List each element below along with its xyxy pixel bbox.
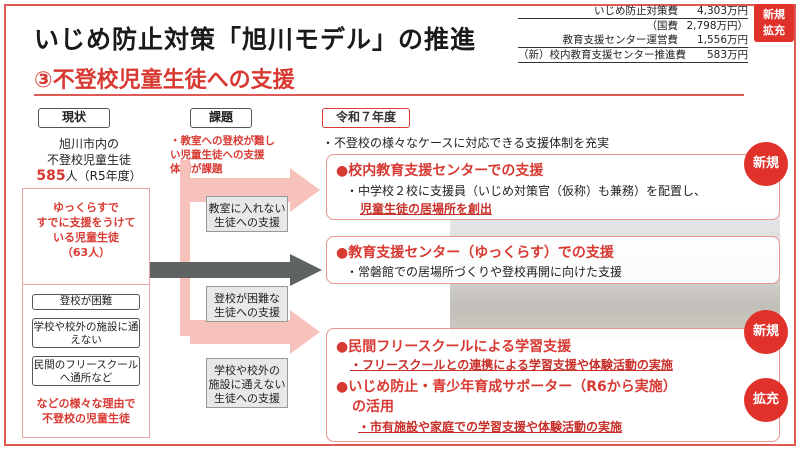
dark-arrow-shape [150,254,322,286]
issue-box-classroom: 教室に入れない 生徒への支援 [206,196,288,232]
issue-box-line: 登校が困難な [214,292,280,305]
budget-label: いじめ防止対策費 [594,5,678,17]
category-no-facility: 学校や校外の施設に通えない [32,318,140,348]
current-divider [22,284,150,285]
issue-line: ・教室への登校が難し [170,135,275,147]
current-line2: 不登校児童生徒 [46,153,131,167]
budget-label: （国費 [646,20,679,32]
issue-box-facility: 学校や校外の 施設に通えない 生徒への支援 [206,358,288,408]
budget-label: 教育支援センター運営費 [562,34,679,46]
budget-summary: いじめ防止対策費 4,303万円 （国費 2,798万円） 教育支援センター運営… [518,4,748,63]
plan1-heading: ●校内教育支援センターでの支援 [336,163,544,179]
section-title: ③不登校児童生徒への支援 [34,68,295,93]
badge-expand: 拡充 [744,378,788,422]
corner-badge-expand: 拡充 [763,24,785,37]
category-difficult: 登校が困難 [32,294,140,310]
yukkurasu-line: （63人） [61,246,111,259]
plan1-line1: ・中学校２校に支援員（いじめ対策官（仮称）も兼務）を配置し、 [346,184,707,198]
plan-panel-yukkurasu [326,236,780,284]
budget-row: （新）校内教育支援センター推進費 583万円 [518,48,748,63]
plan1-line2: 児童生徒の居場所を創出 [360,202,493,216]
budget-label: （新）校内教育支援センター推進費 [518,49,686,61]
dark-arrow [150,254,322,286]
issue-box-line: 学校や校外の [214,364,280,377]
issue-box-line: 生徒への支援 [214,392,280,405]
corner-badge-new: 新規 [763,8,785,21]
column-header-year: 令和７年度 [322,108,410,128]
budget-row: 教育支援センター運営費 1,556万円 [518,33,748,48]
issue-box-line: 施設に通えない [208,378,286,391]
pink-arrow-trunk [180,160,190,336]
plan2-line1: ・常磐館での居場所づくりや登校再開に向けた支援 [346,265,623,279]
plan3-heading2-cont: の活用 [352,399,394,415]
badge-new: 新規 [744,142,788,186]
other-reasons: などの様々な理由で 不登校の児童生徒 [26,396,146,426]
yukkurasu-line: いる児童生徒 [53,231,119,244]
plan3-line1: ・フリースクールとの連携による学習支援や体験活動の実施 [350,358,673,372]
budget-value: 1,556万円 [696,34,748,46]
yukkurasu-line: ゆっくらすで [53,201,119,214]
budget-row: いじめ防止対策費 4,303万円 [518,4,748,19]
plan-panel-free-school [326,328,780,442]
column-header-issue: 課題 [190,108,252,128]
budget-value: 4,303万円 [696,5,748,17]
current-summary: 旭川市内の 不登校児童生徒 585人（R5年度） [22,136,156,184]
current-count-suffix: 人（R5年度） [65,169,142,183]
plan3-line2: ・市有施設や家庭での学習支援や体験活動の実施 [358,420,623,434]
badge-new: 新規 [744,310,788,354]
category-free-school: 民間のフリースクールへ通所など [32,356,140,386]
column-header-current: 現状 [38,108,110,128]
issue-box-line: 教室に入れない [208,202,286,215]
budget-value: 2,798万円） [686,20,748,32]
current-line1: 旭川市内の [58,137,119,151]
yukkurasu-note: ゆっくらすで すでに支援をうけて いる児童生徒 （63人） [26,200,146,260]
page-title: いじめ防止対策「旭川モデル」の推進 [34,25,477,54]
issue-box-line: 生徒への支援 [214,216,280,229]
plan3-heading1: ●民間フリースクールによる学習支援 [336,339,572,355]
issue-line: い児童生徒への支援 [170,149,265,161]
plan3-heading2: ●いじめ防止・青少年育成サポーター（R6から実施） [336,379,677,395]
issue-box-line: 生徒への支援 [214,306,280,319]
plan-panel-school-center [326,154,780,220]
plan2-heading: ●教育支援センター（ゆっくらす）での支援 [336,245,614,261]
current-box [22,188,150,438]
section-divider [34,94,744,96]
other-line: 不登校の児童生徒 [42,412,130,425]
new-expand-corner-badge: 新規 拡充 [754,4,794,42]
issue-box-attendance: 登校が困難な 生徒への支援 [206,286,288,322]
budget-value: 583万円 [706,49,748,61]
other-line: などの様々な理由で [36,397,136,410]
budget-row: （国費 2,798万円） [518,19,749,33]
plan-intro: ・不登校の様々なケースに対応できる支援体制を充実 [322,136,610,150]
slide-frame [4,4,796,446]
current-count: 585 [36,168,66,184]
yukkurasu-line: すでに支援をうけて [36,216,136,229]
